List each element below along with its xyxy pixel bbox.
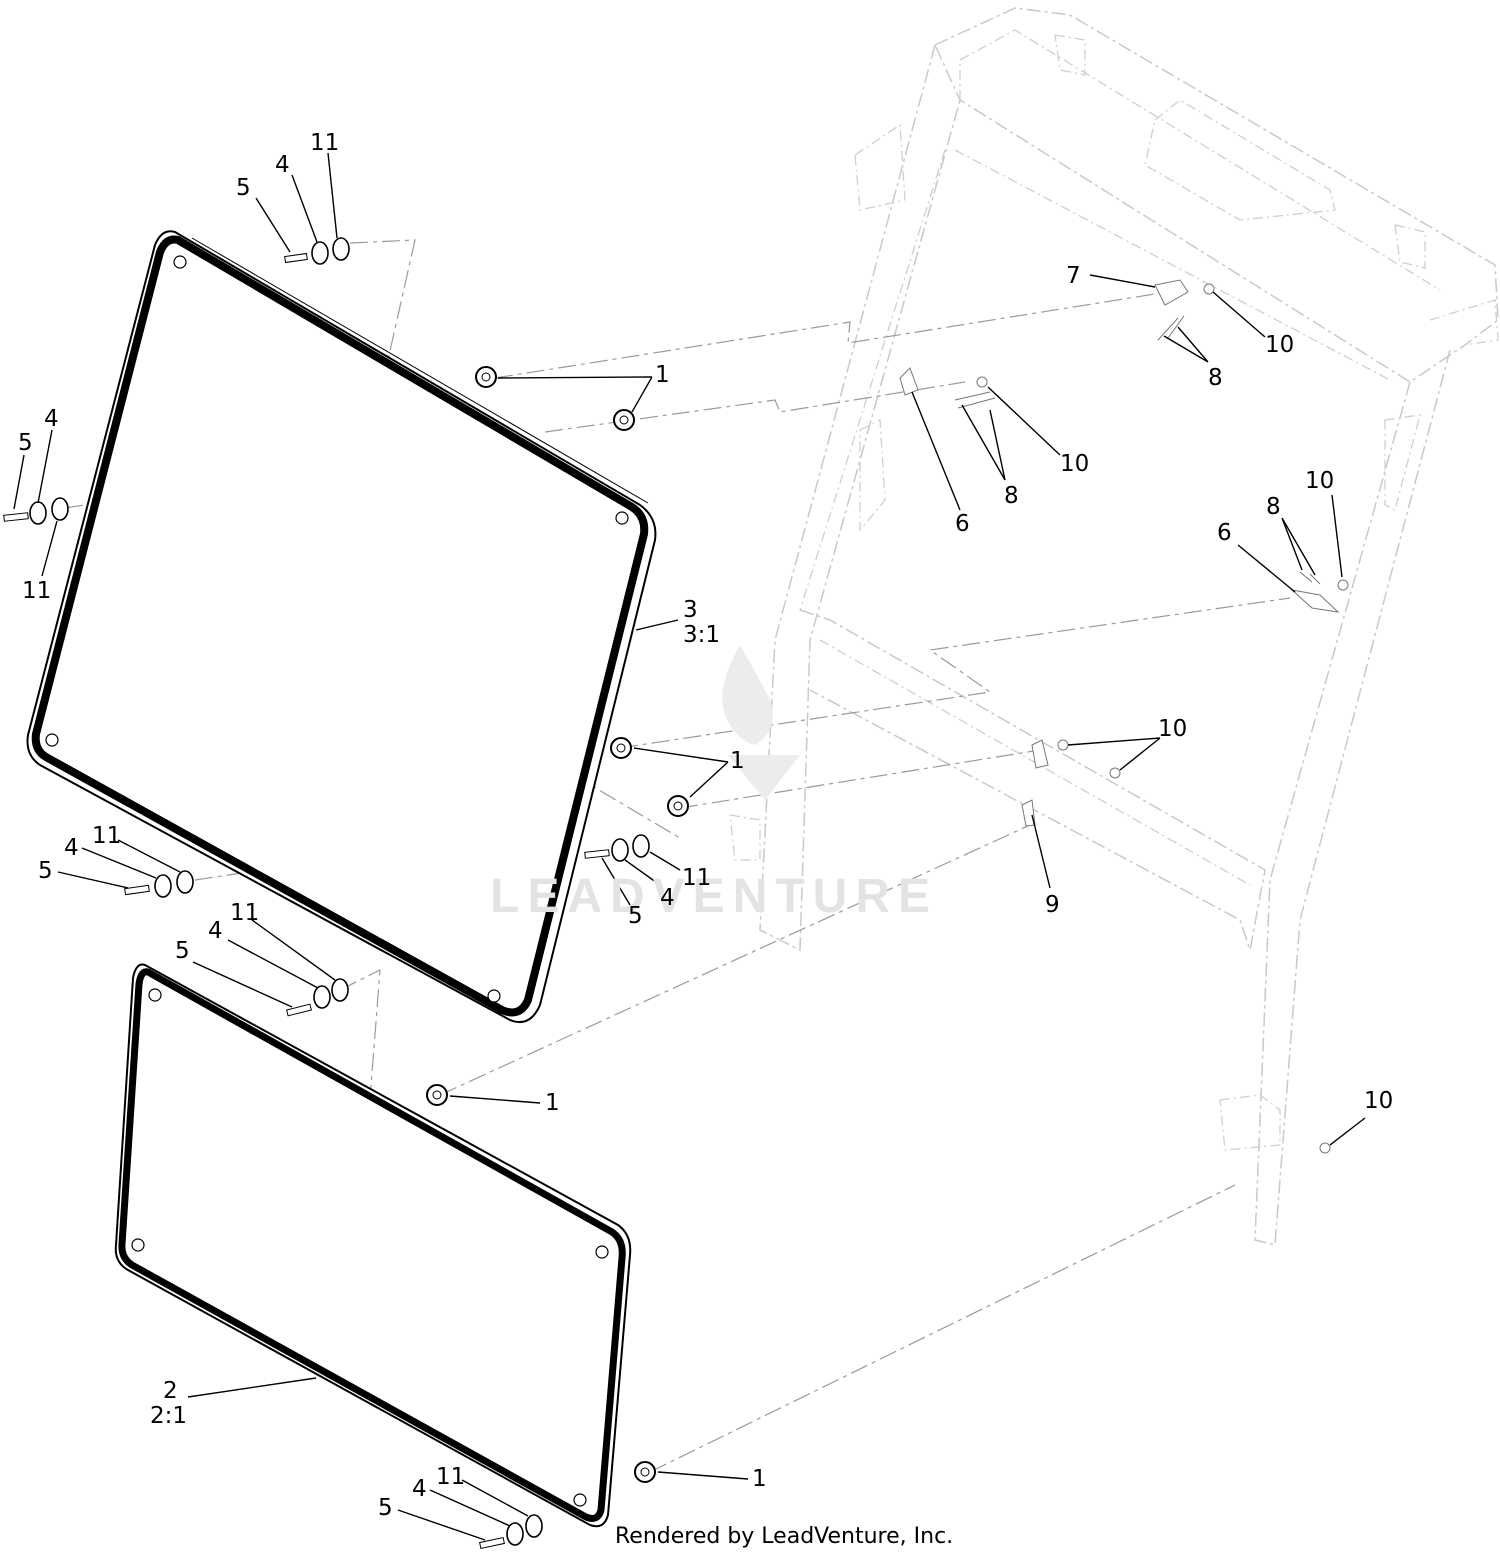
callouts: 1 1 1 1 2 2:1 3 3:1 5 4 11 5 4 11 5 4 11…	[18, 130, 1393, 1521]
upper-panel	[26, 230, 657, 1024]
callout-5-top: 5	[236, 175, 251, 201]
callout-8-a: 8	[1208, 365, 1223, 391]
callout-8-c: 8	[1266, 494, 1281, 520]
callout-11-mid-left: 11	[92, 823, 121, 849]
callout-9: 9	[1045, 892, 1060, 918]
watermark-text: LEADVENTURE	[490, 870, 938, 923]
callout-1-upper: 1	[655, 362, 670, 388]
callout-2-sheet: 2:1	[150, 1403, 187, 1429]
callout-10-b: 10	[1060, 451, 1089, 477]
callout-1-lower: 1	[545, 1090, 560, 1116]
grommet-1b	[613, 409, 635, 431]
grommet-1f	[634, 1461, 656, 1483]
callout-5-mid-right: 5	[628, 903, 643, 929]
lower-panel	[114, 963, 632, 1528]
callout-11-left: 11	[22, 578, 51, 604]
callout-6-b: 6	[1217, 520, 1232, 546]
watermark: LEADVENTURE	[490, 645, 938, 923]
callout-11-top: 11	[310, 130, 339, 156]
callout-4-lower-top: 4	[208, 918, 223, 944]
callout-4-mid-right: 4	[660, 885, 675, 911]
callout-1-middle: 1	[730, 748, 745, 774]
callout-3: 3	[683, 597, 698, 623]
fastener-stack-left	[3, 497, 69, 525]
callout-4-top: 4	[275, 152, 290, 178]
callout-4-bottom: 4	[412, 1476, 427, 1502]
callout-7: 7	[1066, 263, 1081, 289]
callout-3-sheet: 3:1	[683, 622, 720, 648]
rendered-by-footer: Rendered by LeadVenture, Inc.	[615, 1524, 953, 1549]
fastener-stack-bottom	[479, 1514, 543, 1550]
callout-5-bottom: 5	[378, 1495, 393, 1521]
callout-8-b: 8	[1004, 483, 1019, 509]
callout-11-lower-top: 11	[230, 900, 259, 926]
callout-5-left: 5	[18, 430, 33, 456]
callout-10-c: 10	[1305, 468, 1334, 494]
rops-frame	[729, 7, 1499, 1246]
callout-10-d: 10	[1158, 716, 1187, 742]
callout-10-a: 10	[1265, 332, 1294, 358]
grommet-1d	[667, 795, 689, 817]
grommet-1e	[426, 1084, 448, 1106]
grommet-1a	[475, 366, 497, 388]
leader-lines	[13, 152, 1366, 1541]
fastener-stack-lower-top	[286, 978, 349, 1017]
fastener-stack-mid-right	[584, 834, 650, 862]
callout-4-left: 4	[44, 406, 59, 432]
callout-11-bottom: 11	[436, 1464, 465, 1490]
callout-2: 2	[163, 1378, 178, 1404]
grommet-1c	[610, 737, 632, 759]
callout-5-mid-left: 5	[38, 858, 53, 884]
callout-11-mid-right: 11	[682, 865, 711, 891]
callout-4-mid-left: 4	[64, 835, 79, 861]
callout-6-a: 6	[955, 511, 970, 537]
callout-1-bottom: 1	[752, 1466, 767, 1492]
fastener-stack-top	[284, 237, 350, 265]
callout-5-lower-top: 5	[175, 938, 190, 964]
fastener-stack-mid-left	[124, 870, 194, 898]
callout-10-e: 10	[1364, 1088, 1393, 1114]
